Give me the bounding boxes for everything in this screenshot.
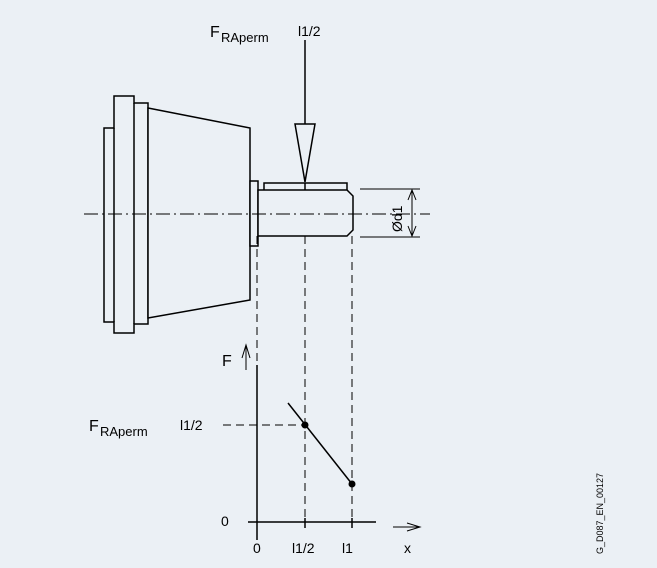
diameter-dimension bbox=[360, 188, 420, 238]
diameter-label: Ød1 bbox=[389, 205, 405, 232]
tick-half-label: l1/2 bbox=[292, 540, 315, 556]
svg-text:F: F bbox=[210, 24, 220, 41]
output-shaft bbox=[257, 182, 354, 237]
axis-x-label: x bbox=[404, 540, 411, 556]
shaft-body bbox=[257, 189, 354, 237]
projection-lines bbox=[256, 236, 353, 522]
force-arrow bbox=[294, 40, 316, 183]
svg-text:l1/2: l1/2 bbox=[180, 417, 203, 433]
point-l1 bbox=[348, 480, 356, 488]
tick-l1-label: l1 bbox=[342, 540, 353, 556]
tick-0-label: 0 bbox=[253, 540, 261, 556]
drawing-id: G_D087_EN_00127 bbox=[595, 473, 605, 554]
housing-body bbox=[147, 107, 251, 319]
svg-text:RAperm: RAperm bbox=[221, 30, 269, 45]
svg-text:RAperm: RAperm bbox=[100, 424, 148, 439]
svg-text:F: F bbox=[89, 418, 99, 435]
x-ticks bbox=[304, 518, 353, 528]
zero-y-label: 0 bbox=[221, 513, 229, 529]
force-curve bbox=[287, 402, 353, 485]
graph-axes bbox=[241, 343, 422, 540]
force-label-top: F RAperm l1/2 bbox=[210, 23, 321, 45]
axis-f-label: F bbox=[222, 353, 232, 370]
force-label-graph: F RAperm l1/2 bbox=[89, 417, 203, 439]
svg-text:l1/2: l1/2 bbox=[298, 23, 321, 39]
